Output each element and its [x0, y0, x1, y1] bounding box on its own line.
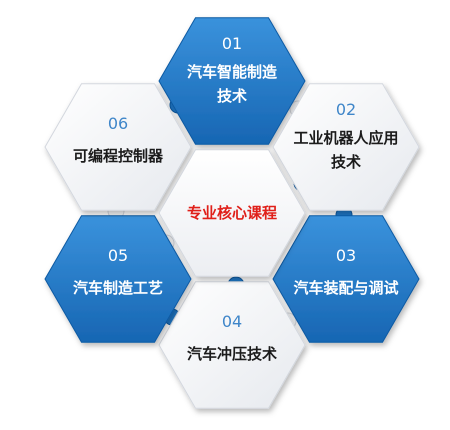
course-hexagon-02	[272, 83, 420, 211]
course-number: 03	[336, 246, 356, 265]
course-number: 05	[108, 246, 128, 265]
course-hexagon-03	[272, 215, 420, 343]
course-number: 06	[108, 114, 128, 133]
course-title: 工业机器人应用	[293, 129, 398, 147]
course-title: 可编程控制器	[73, 147, 164, 165]
course-tile-02: 02 工业机器人应用 技术	[272, 83, 420, 211]
course-title: 汽车冲压技术	[187, 345, 277, 363]
course-title: 汽车装配与调试	[293, 279, 398, 297]
center-hexagon	[158, 149, 306, 277]
center-title: 专业核心课程	[187, 204, 277, 222]
course-tile-01: 01 汽车智能制造 技术	[158, 17, 306, 145]
course-tile-04: 04 汽车冲压技术	[158, 281, 306, 409]
course-title: 汽车智能制造	[187, 63, 277, 81]
course-tiles: 01 汽车智能制造 技术 02 工业机器人应用 技术 03 汽车装配与调试 04…	[44, 17, 420, 409]
course-hexagon-06	[44, 83, 192, 211]
course-title: 技术	[331, 153, 361, 171]
course-title: 技术	[217, 87, 247, 105]
course-hexagon-05	[44, 215, 192, 343]
course-hexagon-04	[158, 281, 306, 409]
course-tile-03: 03 汽车装配与调试	[272, 215, 420, 343]
course-number: 04	[222, 312, 242, 331]
course-number: 02	[336, 100, 356, 119]
center-tile: 专业核心课程	[158, 149, 306, 277]
course-number: 01	[222, 34, 242, 53]
course-tile-05: 05 汽车制造工艺	[44, 215, 192, 343]
course-hexagon-01	[158, 17, 306, 145]
course-tile-06: 06 可编程控制器	[44, 83, 192, 211]
course-title: 汽车制造工艺	[73, 279, 163, 297]
